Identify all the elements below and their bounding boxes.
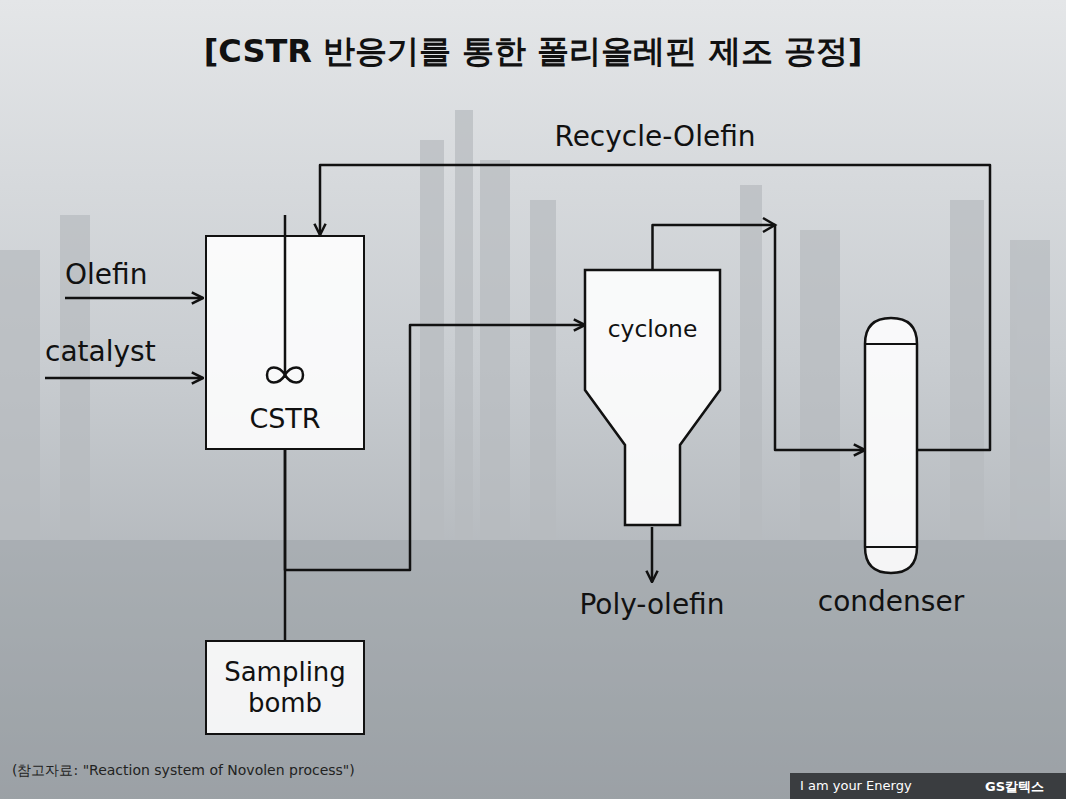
cyclone-outline [585,270,720,525]
diagram-title: [CSTR 반응기를 통한 폴리올레핀 제조 공정] [0,30,1066,74]
stream-label: Olefin [65,258,147,291]
node-label: cyclone [585,315,720,343]
slogan: I am your Energy [800,778,912,793]
stream-label: catalyst [45,335,156,368]
reactor-box: CSTR [205,235,365,450]
vessel-outline [865,318,917,573]
product-arrow [651,527,654,582]
source-note: (참고자료: "Reaction system of Novolen proce… [12,762,355,780]
vessel-seam [865,344,917,547]
edge-label: Recycle-Olefin [554,120,755,153]
node-label: CSTR [207,403,363,434]
cyclone-separator: cyclone [585,270,720,525]
cyclone-body [585,270,720,525]
footer-bar [790,773,1066,799]
flow-line [284,450,287,640]
ground-band [0,540,1066,799]
agitator-blade [267,367,303,382]
brand-logo: GS칼텍스 [985,778,1044,796]
node-label: Sampling bomb [213,656,357,718]
vessel-body [865,318,917,573]
agitator-shaft [283,215,286,373]
arrow-head [763,218,775,232]
sampling-box: Sampling bomb [205,640,365,735]
product-label: Poly-olefin [579,588,724,621]
condenser-vessel: condenser [865,318,917,573]
node-label: condenser [818,585,964,618]
feed-arrow [65,297,203,300]
feed-arrow [45,377,203,380]
